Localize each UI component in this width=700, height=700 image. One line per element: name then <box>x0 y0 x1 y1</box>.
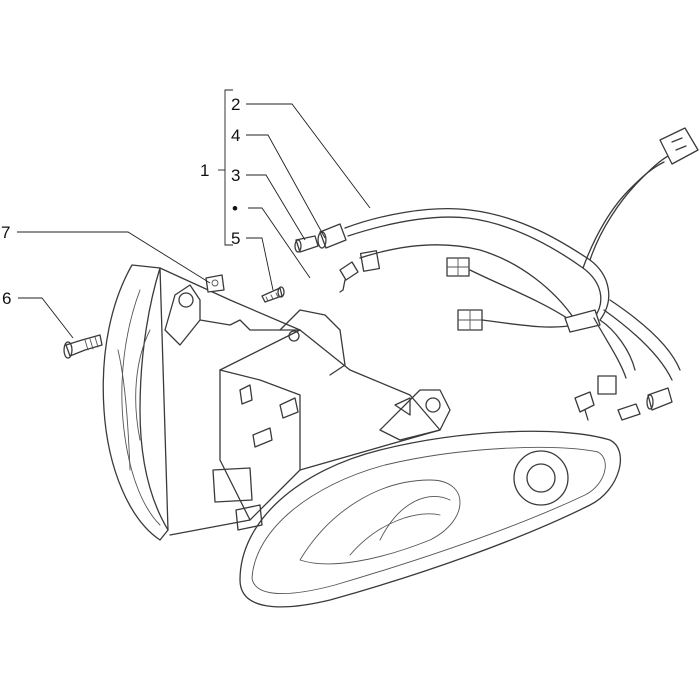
bulb-part-3 <box>294 235 319 253</box>
clip-part-7 <box>205 274 225 293</box>
headlight-housing-body <box>159 267 451 536</box>
callout-group-bracket <box>218 89 233 246</box>
screw-part-6 <box>63 334 103 359</box>
callout-3: 3 <box>231 166 240 185</box>
rear-lens-shell <box>102 264 169 541</box>
callout-4: 4 <box>231 126 240 145</box>
bulb-part-4 <box>339 250 381 293</box>
callout-1: 1 <box>200 161 209 180</box>
callout-5: 5 <box>231 229 240 248</box>
callout-dot: • <box>232 199 238 218</box>
screw-part-5 <box>261 286 285 303</box>
callout-labels: 1 2 4 3 • 5 6 7 <box>1 95 240 308</box>
front-lens <box>239 430 621 608</box>
wiring-harness-part-2 <box>317 127 699 421</box>
callout-6: 6 <box>2 289 11 308</box>
callout-7: 7 <box>1 223 10 242</box>
leader-lines <box>17 103 371 339</box>
callout-2: 2 <box>231 95 240 114</box>
